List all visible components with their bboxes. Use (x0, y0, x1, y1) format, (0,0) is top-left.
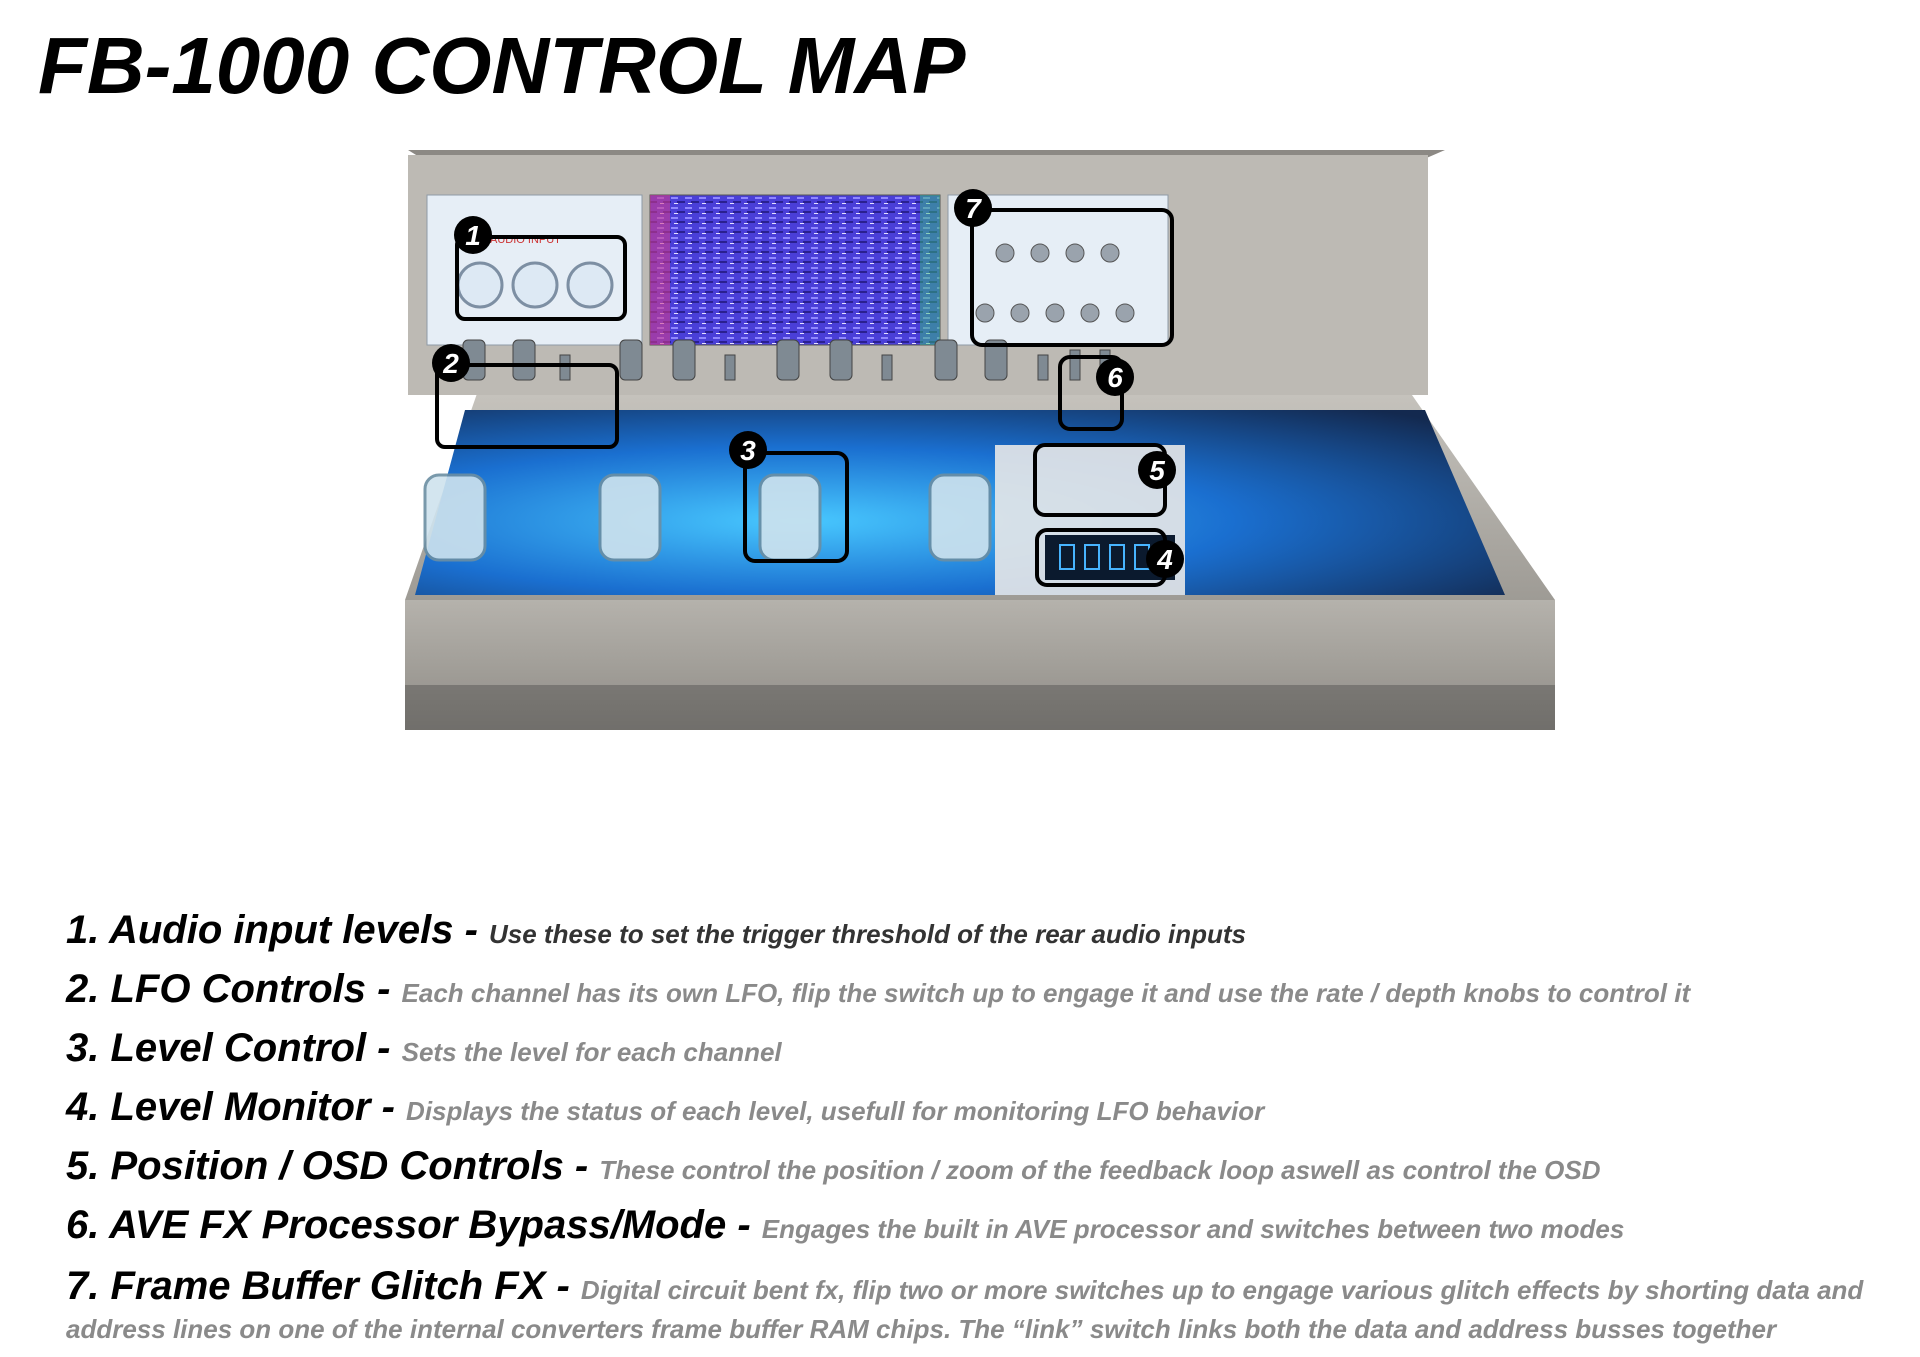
legend-description: Displays the status of each level, usefu… (406, 1096, 1265, 1126)
legend-heading: 6. AVE FX Processor Bypass/Mode - (66, 1203, 762, 1247)
legend-item-lfo: 2. LFO Controls - Each channel has its o… (66, 964, 1866, 1023)
legend-item-ave-fx: 6. AVE FX Processor Bypass/Mode - Engage… (66, 1200, 1866, 1259)
legend-description: Sets the level for each channel (401, 1037, 782, 1067)
legend-heading: 2. LFO Controls - (66, 967, 402, 1011)
svg-text:7: 7 (965, 193, 982, 224)
legend-item-level-monitor: 4. Level Monitor - Displays the status o… (66, 1082, 1866, 1141)
legend-heading: 4. Level Monitor - (66, 1085, 407, 1129)
svg-text:6: 6 (1107, 362, 1123, 393)
svg-text:4: 4 (1156, 544, 1173, 575)
control-legend: 1. Audio input levels - Use these to set… (66, 905, 1866, 1351)
legend-heading: 7. Frame Buffer Glitch FX - (66, 1264, 581, 1308)
small-knob-row (462, 339, 1111, 381)
glitch-switch-panel (947, 194, 1169, 346)
legend-item-level-control: 3. Level Control - Sets the level for ea… (66, 1023, 1866, 1082)
legend-item-glitch-fx: 7. Frame Buffer Glitch FX - Digital circ… (66, 1264, 1866, 1351)
svg-text:1: 1 (465, 220, 481, 251)
callout-marker-5: 5 (1138, 451, 1176, 489)
legend-item-position-osd: 5. Position / OSD Controls - These contr… (66, 1141, 1866, 1200)
callout-marker-4: 4 (1146, 540, 1184, 578)
video-screen (649, 194, 941, 346)
legend-heading: 5. Position / OSD Controls - (66, 1144, 600, 1188)
legend-heading: 1. Audio input levels - (66, 908, 490, 952)
callout-marker-3: 3 (729, 431, 767, 469)
page-title: FB-1000 CONTROL MAP (38, 21, 966, 110)
legend-item-audio-input: 1. Audio input levels - Use these to set… (66, 905, 1866, 964)
callout-marker-7: 7 (954, 189, 992, 227)
legend-description: Engages the built in AVE processor and s… (761, 1214, 1625, 1244)
big-knob-row (423, 473, 992, 562)
legend-description: These control the position / zoom of the… (599, 1155, 1601, 1185)
legend-description: Use these to set the trigger threshold o… (489, 919, 1247, 949)
svg-text:2: 2 (442, 348, 459, 379)
audio-input-panel: AUDIO INPUT (426, 194, 643, 346)
device-photo: AUDIO INPUT (405, 145, 1555, 735)
svg-text:3: 3 (740, 435, 756, 466)
callout-marker-1: 1 (454, 216, 492, 254)
legend-description: Digital circuit bent fx, flip two or mor… (66, 1275, 1864, 1344)
legend-description: Each channel has its own LFO, flip the s… (401, 978, 1691, 1008)
legend-heading: 3. Level Control - (66, 1026, 402, 1070)
svg-text:5: 5 (1149, 455, 1165, 486)
callout-marker-6: 6 (1096, 358, 1134, 396)
callout-marker-2: 2 (432, 344, 470, 382)
